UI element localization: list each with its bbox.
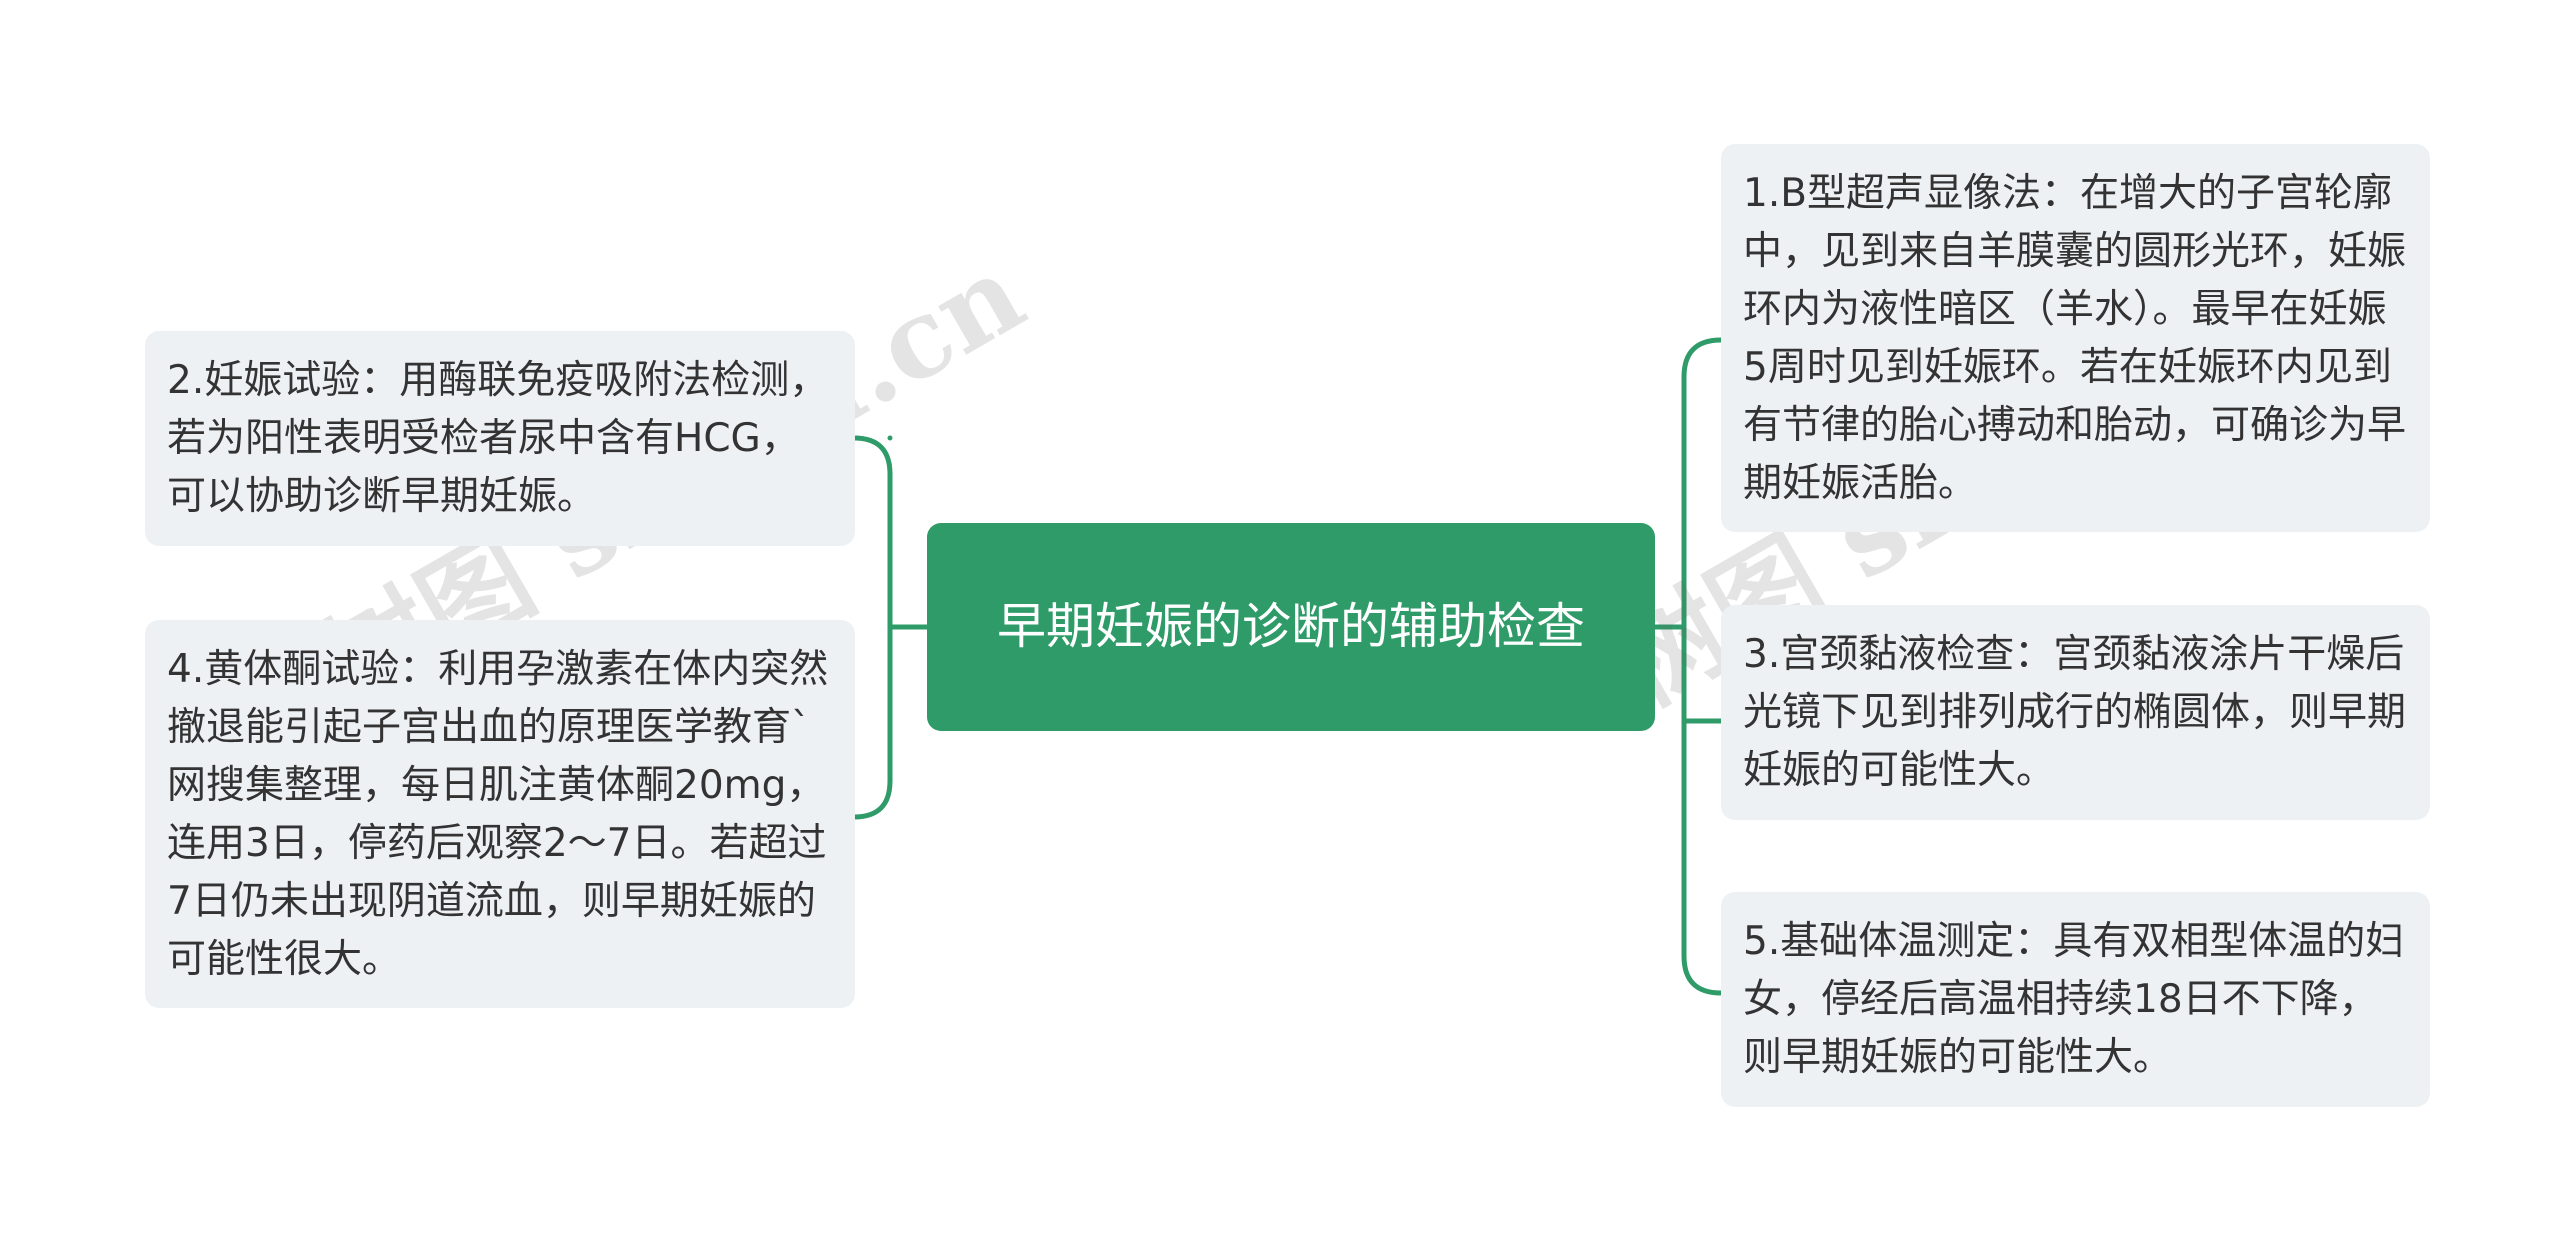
topic-basal-temperature-label: 5.基础体温测定：具有双相型体温的妇女，停经后高温相持续18日不下降，则早期妊娠… — [1743, 919, 2405, 1080]
right-connector-bracket — [1652, 337, 1724, 996]
topic-b-ultrasound-label: 1.B型超声显像法：在增大的子宫轮廓中，见到来自羊膜囊的圆形光环，妊娠环内为液性… — [1743, 171, 2407, 506]
central-topic-label: 早期妊娠的诊断的辅助检查 — [996, 598, 1585, 656]
topic-progesterone-test-label: 4.黄体酮试验：利用孕激素在体内突然撤退能引起子宫出血的原理医学教育`网搜集整理… — [167, 647, 829, 982]
topic-pregnancy-test-label: 2.妊娠试验：用酶联免疫吸附法检测，若为阳性表明受检者尿中含有HCG，可以协助诊… — [167, 358, 829, 519]
topic-basal-temperature[interactable]: 5.基础体温测定：具有双相型体温的妇女，停经后高温相持续18日不下降，则早期妊娠… — [1721, 892, 2430, 1107]
central-topic[interactable]: 早期妊娠的诊断的辅助检查 — [927, 523, 1655, 731]
topic-b-ultrasound[interactable]: 1.B型超声显像法：在增大的子宫轮廓中，见到来自羊膜囊的圆形光环，妊娠环内为液性… — [1721, 144, 2430, 532]
topic-cervical-mucus[interactable]: 3.宫颈黏液检查：宫颈黏液涂片干燥后光镜下见到排列成行的椭圆体，则早期妊娠的可能… — [1721, 605, 2430, 820]
topic-progesterone-test[interactable]: 4.黄体酮试验：利用孕激素在体内突然撤退能引起子宫出血的原理医学教育`网搜集整理… — [145, 620, 855, 1008]
left-connector-bracket — [851, 435, 930, 820]
topic-cervical-mucus-label: 3.宫颈黏液检查：宫颈黏液涂片干燥后光镜下见到排列成行的椭圆体，则早期妊娠的可能… — [1743, 632, 2407, 793]
topic-pregnancy-test[interactable]: 2.妊娠试验：用酶联免疫吸附法检测，若为阳性表明受检者尿中含有HCG，可以协助诊… — [145, 331, 855, 546]
